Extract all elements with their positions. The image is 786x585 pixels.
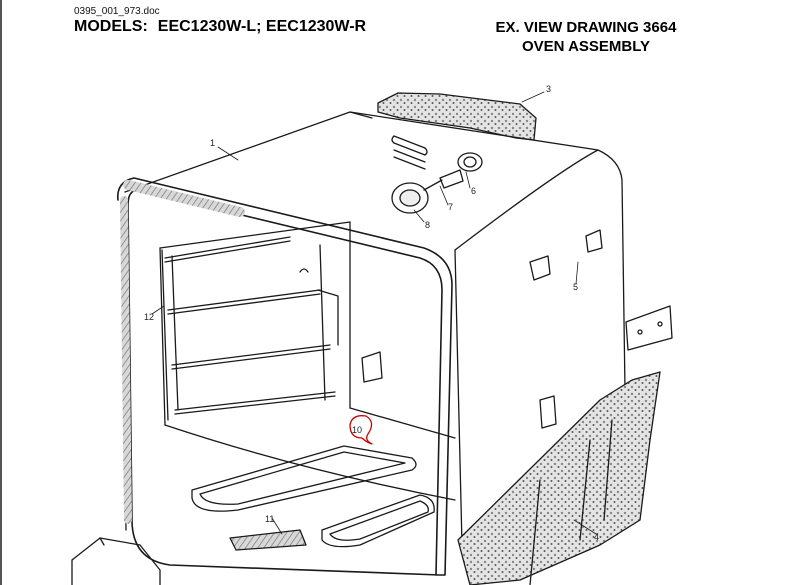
callout-6: 6 [471,186,476,196]
door-gasket-frame [117,177,453,576]
assembly-title: OVEN ASSEMBLY [521,38,651,55]
callout-3: 3 [546,84,551,94]
vent-slots [391,135,428,170]
drawing-title: EX. VIEW DRAWING 3664 [495,19,677,36]
callout-4: 4 [594,532,599,542]
side-insulation-part-4 [457,371,661,585]
top-insulation-part-3 [377,92,537,141]
highlight-circle-part-10 [349,415,373,445]
callout-7: 7 [448,202,453,212]
lamp-assembly-parts-6-7-8 [391,152,483,214]
callout-12: 12 [144,312,154,322]
callout-8: 8 [425,220,430,230]
bottom-heating-element-part-10 [191,445,435,548]
gasket-clip-part-11 [229,529,307,551]
models-line: MODELS: EEC1230W-L; EEC1230W-R [74,18,366,36]
bottom-front-trim [71,537,161,585]
document-filename: 0395_001_973.doc [74,6,160,17]
drawing-title-block: EX. VIEW DRAWING 3664 OVEN ASSEMBLY [476,18,696,56]
oven-box-part-1 [124,111,627,546]
models-label: MODELS: [74,18,148,35]
models-value: EEC1230W-L; EEC1230W-R [157,18,367,35]
bracket-clips-part-5 [361,229,603,429]
page-left-edge [0,0,2,585]
callout-11: 11 [265,514,274,524]
side-mount-plate [625,305,673,351]
callout-1: 1 [210,138,215,148]
side-rack-part-12 [161,236,339,421]
leader-lines [151,91,597,535]
callout-5: 5 [573,282,578,292]
callout-10: 10 [352,425,362,435]
